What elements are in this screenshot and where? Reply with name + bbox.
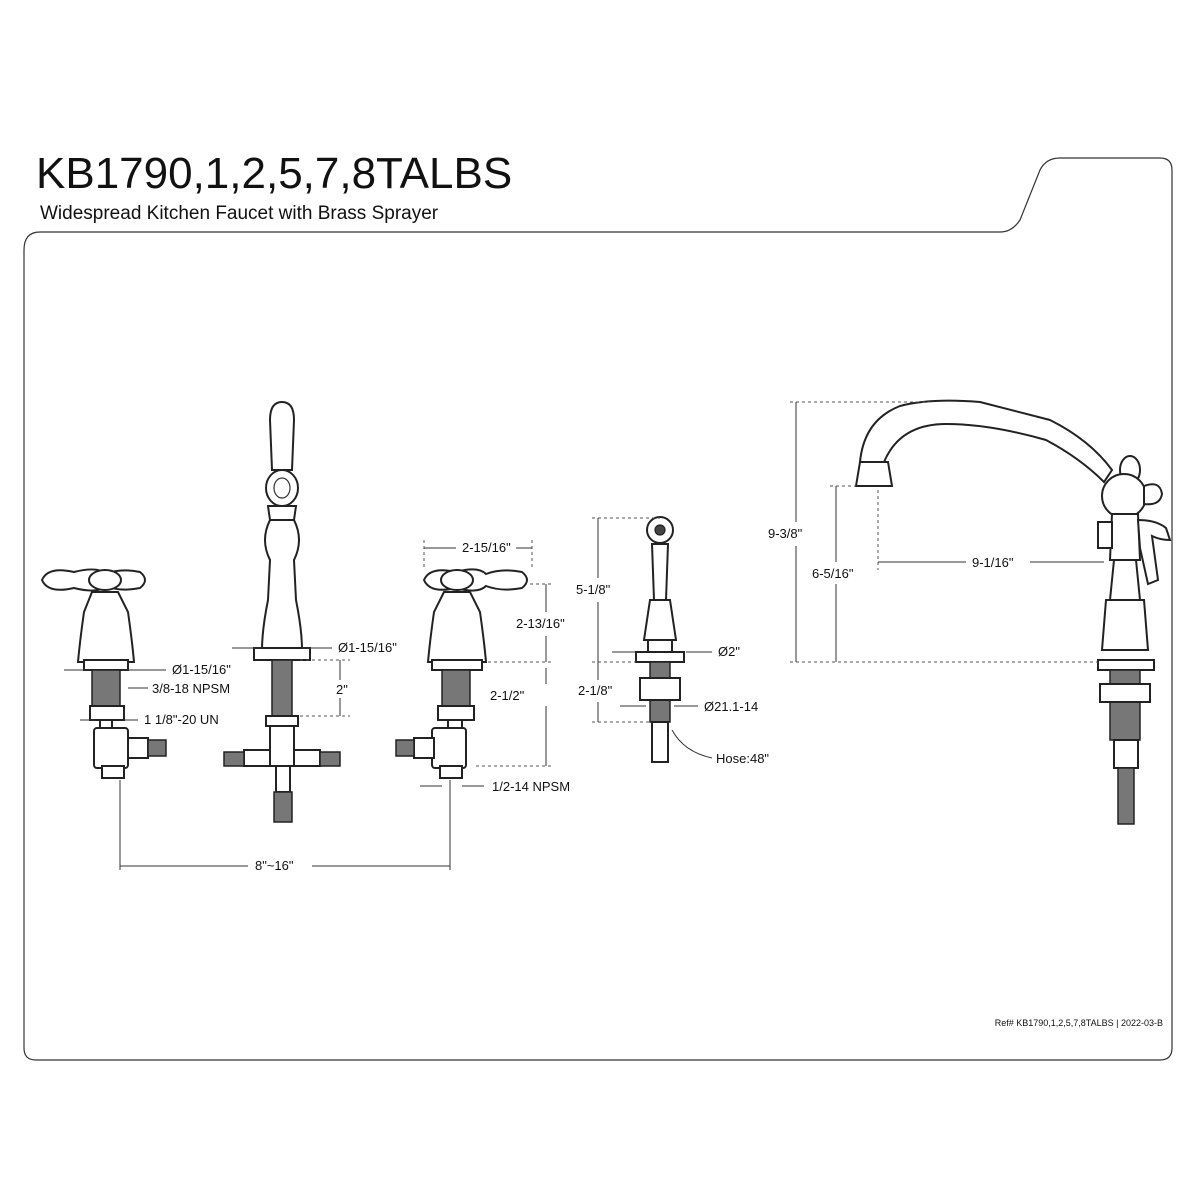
dim-hole-dia-center: Ø1-15/16": [338, 640, 397, 655]
center-spout-body: [223, 400, 341, 823]
left-handle-valve: [40, 568, 167, 779]
model-title: KB1790,1,2,5,7,8TALBS: [36, 149, 512, 198]
dim-handle-width: 2-15/16": [462, 540, 511, 555]
dim-handle-height: 2-13/16": [516, 616, 565, 631]
dim-sprayer-thread: Ø21.1-14: [704, 699, 758, 714]
sprayer: [635, 516, 685, 763]
dim-spout-height: 6-5/16": [812, 566, 854, 581]
right-handle-valve: [395, 568, 528, 779]
dim-spout-reach: 9-1/16": [972, 555, 1014, 570]
dim-npsm-3-8: 3/8-18 NPSM: [152, 681, 230, 696]
side-view-faucet: [854, 399, 1172, 825]
dimension-lines: [64, 401, 1104, 870]
model-subtitle: Widespread Kitchen Faucet with Brass Spr…: [40, 203, 439, 224]
dim-shank-2-1-2: 2-1/2": [490, 688, 525, 703]
dim-sprayer-height: 5-1/8": [576, 582, 611, 597]
dim-hole-dia-left: Ø1-15/16": [172, 662, 231, 677]
dim-un-thread: 1 1/8"-20 UN: [144, 712, 219, 727]
dim-sprayer-base-dia: Ø2": [718, 644, 740, 659]
dim-npsm-1-2: 1/2-14 NPSM: [492, 779, 570, 794]
drawing-frame: [23, 157, 1173, 1061]
dim-sprayer-shank: 2-1/8": [578, 683, 613, 698]
dim-spread: 8"~16": [255, 858, 294, 873]
dim-overall-height: 9-3/8": [768, 526, 803, 541]
dim-hose: Hose:48": [716, 751, 769, 766]
dim-shank-2: 2": [336, 682, 348, 697]
reference-number: Ref# KB1790,1,2,5,7,8TALBS | 2022-03-B: [995, 1018, 1163, 1028]
